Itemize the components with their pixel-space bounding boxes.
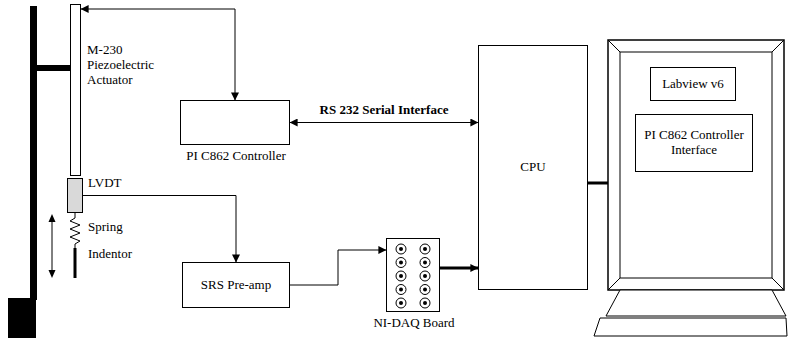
- stand-post: [30, 6, 37, 300]
- node-label: SRS Pre-amp: [195, 278, 277, 293]
- travel-arrow: [52, 220, 53, 272]
- travel-arrowheads: [49, 214, 56, 278]
- stand-arm: [30, 65, 70, 71]
- indentor-tip: [74, 248, 77, 278]
- software-box: Labview v6: [650, 67, 736, 101]
- monitor-case: [608, 40, 784, 290]
- node-label: NI-DAQ Board: [373, 316, 454, 331]
- terminal-sockets: [387, 239, 439, 311]
- keyboard: [594, 318, 787, 336]
- stand-base: [8, 298, 36, 338]
- node-label: PI C862 Controller Interface: [636, 128, 752, 158]
- lvdt-sensor: LVDT: [67, 178, 83, 213]
- controller-box: PI C862 Controller: [180, 100, 290, 145]
- connector: [440, 267, 478, 270]
- node-label: LVDT: [88, 176, 138, 191]
- part-label: Indentor: [86, 247, 134, 262]
- monitor-bevel: [772, 278, 784, 290]
- software-box: PI C862 Controller Interface: [635, 114, 753, 172]
- connector: [83, 196, 236, 263]
- piezo-actuator: M-230 Piezoelectric Actuator: [70, 4, 81, 176]
- daq-board: NI-DAQ Board: [386, 238, 440, 312]
- node-label: M-230 Piezoelectric Actuator: [87, 43, 169, 88]
- connector: [290, 122, 478, 123]
- monitor-bevel: [608, 40, 620, 52]
- preamp-box: SRS Pre-amp: [182, 262, 290, 308]
- connector: [290, 250, 386, 285]
- part-label: Spring: [86, 220, 125, 235]
- node-label: PI C862 Controller: [186, 149, 286, 164]
- connector: [81, 9, 235, 100]
- cpu-box: CPU: [478, 45, 588, 290]
- monitor-bevel: [608, 278, 620, 290]
- spring-coil: [70, 213, 80, 248]
- node-label: Labview v6: [656, 77, 730, 92]
- monitor-cable: [588, 182, 608, 185]
- monitor-bevel: [772, 40, 784, 52]
- node-label: CPU: [514, 160, 551, 175]
- monitor-stand: [606, 290, 786, 316]
- edge-label: RS 232 Serial Interface: [318, 103, 451, 118]
- monitor-screen: [620, 52, 772, 278]
